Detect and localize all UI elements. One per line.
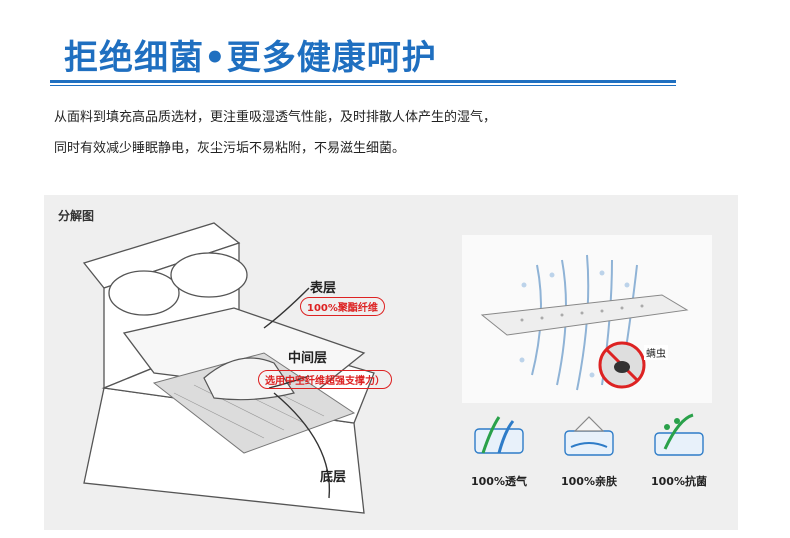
panel-label: 分解图 (58, 209, 95, 223)
layer-middle-label: 中间层 (288, 351, 328, 366)
layer-middle-desc: 选用中空纤维超强支撑力） (258, 370, 392, 389)
feature-antibacterial-label: 100%抗菌 (651, 475, 707, 488)
mite-label: 螨虫 (644, 345, 668, 360)
layer-top-desc: 100%聚酯纤维 (300, 297, 385, 316)
feature-skin-friendly: 100%亲肤 (554, 409, 624, 489)
layer-top-label: 表层 (310, 281, 337, 296)
feature-skin-friendly-label: 100%亲肤 (561, 475, 617, 488)
feature-breathable: 100%透气 (464, 409, 534, 489)
bed-illustration (82, 222, 375, 514)
breathability-diagram: 螨虫 (462, 235, 712, 403)
exploded-view-panel: 分解图 表层 100%聚酯纤维 中间层 (44, 195, 738, 530)
page-title: 拒绝细菌•更多健康呵护 (64, 38, 437, 78)
no-mite-icon (598, 341, 646, 389)
layer-bottom-label: 底层 (320, 470, 347, 485)
intro-line-1: 从面料到填充高品质选材，更注重吸湿透气性能，及时排散人体产生的湿气， (54, 110, 497, 125)
breathable-icon (471, 409, 527, 465)
title-underline-thin (50, 85, 676, 86)
feature-antibacterial: 100%抗菌 (644, 409, 714, 489)
skin-friendly-icon (561, 409, 617, 465)
feature-breathable-label: 100%透气 (471, 475, 527, 488)
title-underline-thick (50, 80, 676, 83)
antibacterial-icon (651, 409, 707, 465)
intro-line-2: 同时有效减少睡眠静电，灰尘污垢不易粘附，不易滋生细菌。 (54, 141, 406, 156)
